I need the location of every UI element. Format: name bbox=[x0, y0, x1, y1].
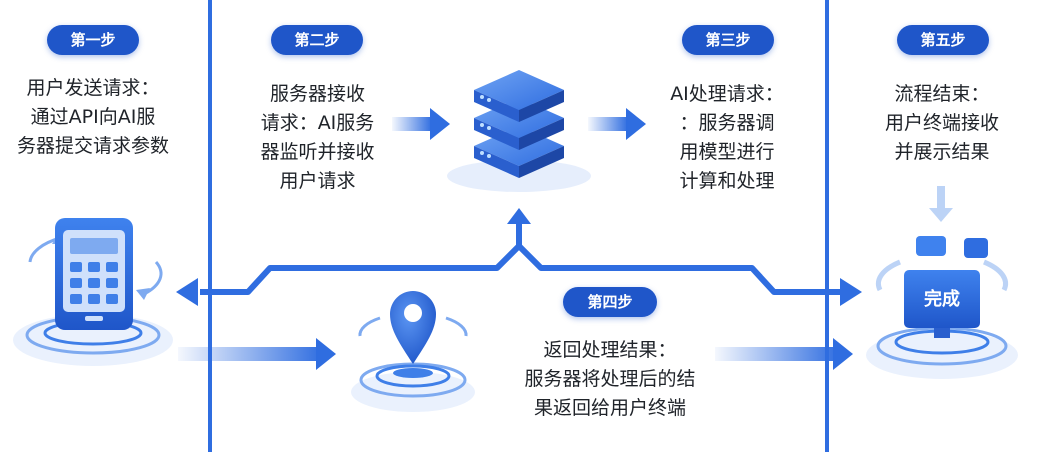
step1-description: 用户发送请求： 通过API向AI服 务器提交请求参数 bbox=[0, 74, 186, 161]
step3-badge: 第三步 bbox=[682, 25, 774, 55]
step3-line-4: 计算和处理 bbox=[679, 170, 775, 192]
step3-description: AI处理请求： ：服务器调 用模型进行 计算和处理 bbox=[652, 80, 802, 196]
step4-description: 返回处理结果： 服务器将处理后的结 果返回给用户终端 bbox=[500, 336, 720, 423]
step1-line-3: 务器提交请求参数 bbox=[16, 135, 169, 157]
step1-badge: 第一步 bbox=[47, 25, 139, 55]
arrow-right-icon bbox=[840, 278, 862, 306]
step5-line-3: 并展示结果 bbox=[894, 141, 990, 163]
step3-line-2: ：服务器调 bbox=[679, 112, 775, 134]
location-pin-icon bbox=[351, 291, 475, 412]
completion-label: 完成 bbox=[924, 289, 960, 310]
step1-line-1: 用户发送请求： bbox=[26, 77, 160, 99]
step2-line-2: 请求：AI服务 bbox=[260, 112, 375, 134]
server-icon bbox=[447, 70, 591, 192]
step4-line-3: 果返回给用户终端 bbox=[533, 397, 686, 419]
step5-line-1: 流程结束： bbox=[894, 83, 990, 105]
connector-path bbox=[176, 208, 862, 306]
step5-description: 流程结束： 用户终端接收 并展示结果 bbox=[862, 80, 1022, 167]
step4-line-1: 返回处理结果： bbox=[543, 339, 677, 361]
step3-line-3: 用模型进行 bbox=[679, 141, 775, 163]
arrow-up-icon bbox=[507, 208, 531, 224]
step3-line-1: AI处理请求： bbox=[670, 83, 784, 105]
step2-line-1: 服务器接收 bbox=[269, 83, 365, 105]
step5-badge: 第五步 bbox=[897, 25, 989, 55]
step4-badge: 第四步 bbox=[563, 287, 657, 317]
arrow-server-to-step3 bbox=[588, 108, 646, 140]
arrow-step4-to-done bbox=[715, 338, 853, 370]
arrow-phone-to-pin bbox=[178, 338, 336, 370]
completion-monitor-icon bbox=[866, 236, 1018, 379]
arrow-left-icon bbox=[176, 278, 198, 306]
step5-line-2: 用户终端接收 bbox=[884, 112, 999, 134]
step2-line-4: 用户请求 bbox=[279, 170, 356, 192]
step4-line-2: 服务器将处理后的结 bbox=[524, 368, 696, 390]
arrow-step2-to-step3 bbox=[392, 108, 450, 140]
step2-line-3: 器监听并接收 bbox=[260, 141, 375, 163]
step1-line-2: 通过API向AI服 bbox=[30, 106, 156, 128]
step2-description: 服务器接收 请求：AI服务 器监听并接收 用户请求 bbox=[240, 80, 395, 196]
step2-badge: 第二步 bbox=[271, 25, 363, 55]
phone-icon bbox=[13, 218, 173, 366]
arrow-down-icon bbox=[929, 186, 953, 222]
